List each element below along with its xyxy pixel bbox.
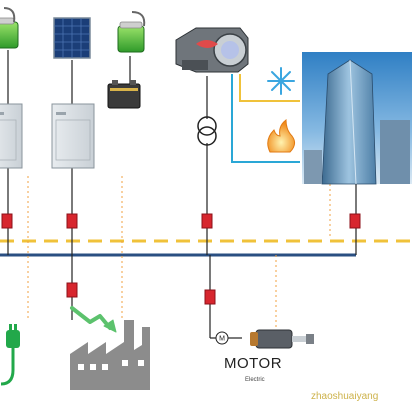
motor-subtitle: Electric: [245, 377, 265, 383]
motor-icon: [250, 329, 314, 349]
motor-symbol: M: [215, 331, 242, 345]
snowflake-icon: [267, 67, 295, 95]
battery-pack-icon: [107, 80, 141, 109]
inverter-cabinet-center: [51, 103, 95, 169]
motor-symbol-label: M: [219, 336, 225, 343]
ev-plug-icon: [0, 324, 20, 386]
heat-supply-line: [239, 74, 300, 102]
battery-charger-icon: [0, 7, 19, 49]
feed-arrow-icon: [70, 306, 117, 333]
breaker-icons: [1, 213, 361, 305]
transformer-icon: [197, 116, 217, 146]
cooling-supply-line: [231, 74, 300, 163]
inverter-cabinet-left: [0, 103, 23, 169]
battery-charger-icon: [117, 11, 146, 53]
office-building-icon: [302, 52, 412, 185]
dotted-feeders: [27, 176, 331, 330]
motor-title: MOTOR: [224, 355, 283, 372]
watermark: zhaoshuaiyang: [311, 391, 379, 402]
generator-icon: [175, 27, 249, 73]
solar-panel-icon: [53, 17, 91, 59]
flame-icon: [267, 118, 296, 153]
factory-icon: [70, 320, 150, 390]
